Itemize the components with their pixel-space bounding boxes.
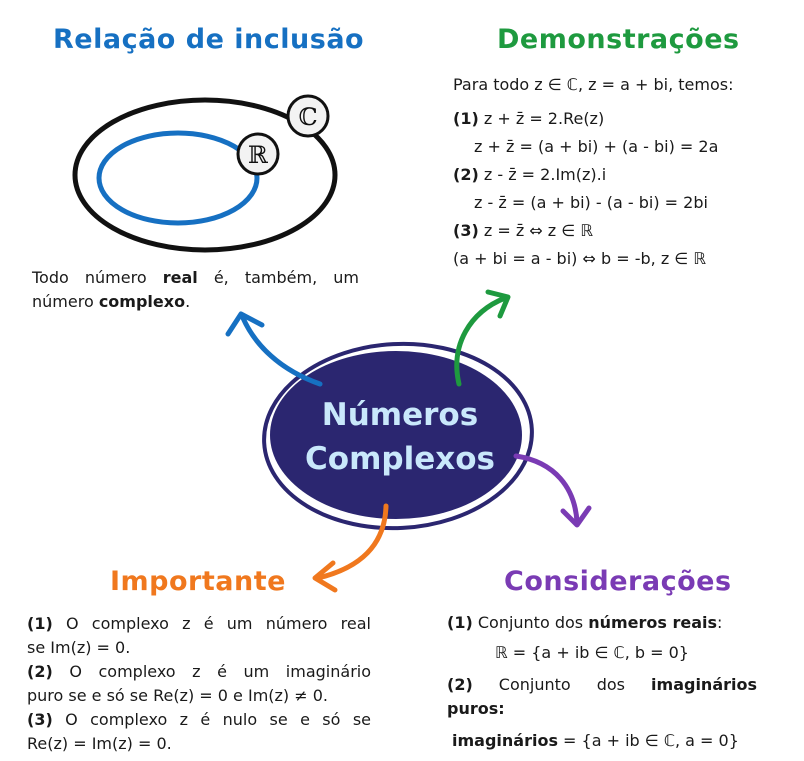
center-node <box>262 341 534 531</box>
demo-line-1: (1) z + z̄ = 2.Re(z) <box>453 106 604 132</box>
arrow-to-inclusion <box>225 311 323 387</box>
demo-line-6: (a + bi = a - bi) ⇔ b = -b, z ∈ ℝ <box>453 249 706 268</box>
considerations-item-2-line1: (2) Conjunto dos imaginários <box>447 672 757 698</box>
real-set-symbol: ℝ <box>248 141 269 169</box>
considerations-text-part: = {a + ib ∈ ℂ, a = 0} <box>557 731 739 750</box>
complex-set-badge <box>286 94 330 138</box>
important-text-part: O complexo z é um número real <box>52 614 371 633</box>
inclusion-text-part: Todo número <box>32 268 163 287</box>
inclusion-text-part: número <box>32 292 99 311</box>
important-number-2: (2) <box>27 662 53 681</box>
real-set-badge <box>236 132 280 176</box>
inclusion-text-bold-complexo: complexo <box>98 292 186 311</box>
center-title-line2: Complexos <box>305 441 495 477</box>
important-p3-line2: Re(z) = Im(z) = 0. <box>27 734 172 753</box>
center-outline <box>262 341 534 531</box>
inclusion-text-part: é, também, um <box>197 268 360 287</box>
demo-line-4: z - z̄ = (a + bi) - (a - bi) = 2bi <box>474 193 708 212</box>
important-p3-line1: (3) O complexo z é nulo se e só se <box>27 708 371 732</box>
important-text-part: O complexo z é nulo se e só se <box>52 710 371 729</box>
inclusion-text-line1: Todo número real é, também, um <box>32 266 359 290</box>
inclusion-text: Todo número real é, também, um número co… <box>32 266 359 314</box>
considerations-item-2-line2: puros: <box>447 699 505 718</box>
demo-line-3: (2) z - z̄ = 2.Im(z).i <box>453 162 606 188</box>
considerations-number-1: (1) <box>447 613 473 632</box>
center-fill <box>270 351 522 519</box>
important-p1-line1: (1) O complexo z é um número real <box>27 612 371 636</box>
arrow-to-considerations <box>513 453 592 528</box>
considerations-formula-2: imaginários = {a + ib ∈ ℂ, a = 0} <box>452 728 739 754</box>
arrow-to-important <box>312 503 389 593</box>
demonstrations-title: Demonstrações <box>497 24 740 55</box>
considerations-formula-1: ℝ = {a + ib ∈ ℂ, b = 0} <box>495 643 689 662</box>
important-p2-line2: puro se e só se Re(z) = 0 e Im(z) ≠ 0. <box>27 686 328 705</box>
considerations-text-part: Conjunto dos <box>472 613 589 632</box>
important-text-part: O complexo z é um imaginário <box>52 662 371 681</box>
demonstrations-intro: Para todo z ∈ ℂ, z = a + bi, temos: <box>453 75 734 94</box>
demo-text: z - z̄ = 2.Im(z).i <box>478 165 607 184</box>
considerations-text-part: Conjunto dos <box>472 675 652 694</box>
considerations-title: Considerações <box>504 566 732 597</box>
demo-text: z + z̄ = 2.Re(z) <box>478 109 605 128</box>
considerations-bold-reais: números reais <box>588 613 718 632</box>
considerations-bold-imaginarios: imaginários <box>651 675 757 694</box>
important-number-1: (1) <box>27 614 53 633</box>
complex-set-ellipse <box>72 97 338 253</box>
important-number-3: (3) <box>27 710 53 729</box>
demo-number-1: (1) <box>453 109 479 128</box>
considerations-text-part: : <box>717 613 723 632</box>
demo-number-2: (2) <box>453 165 479 184</box>
inclusion-text-line2: número complexo. <box>32 290 359 314</box>
complex-set-symbol: ℂ <box>298 103 317 131</box>
demo-number-3: (3) <box>453 221 479 240</box>
important-p2-line1: (2) O complexo z é um imaginário <box>27 660 371 684</box>
demo-line-2: z + z̄ = (a + bi) + (a - bi) = 2a <box>474 137 719 156</box>
important-text: (1) O complexo z é um número real se Im(… <box>27 612 371 756</box>
important-p1-line2: se Im(z) = 0. <box>27 638 131 657</box>
center-title-line1: Números <box>321 397 479 433</box>
inclusion-diagram: ℂ ℝ <box>72 94 338 253</box>
demo-text: z = z̄ ⇔ z ∈ ℝ <box>478 221 593 240</box>
demo-line-5: (3) z = z̄ ⇔ z ∈ ℝ <box>453 218 593 244</box>
inclusion-title: Relação de inclusão <box>53 24 365 55</box>
considerations-number-2: (2) <box>447 675 473 694</box>
real-set-ellipse <box>96 130 260 226</box>
considerations-bold-imaginarios-formula: imaginários <box>452 731 558 750</box>
important-title: Importante <box>110 566 286 597</box>
arrow-to-demonstrations <box>454 289 511 387</box>
inclusion-text-bold-real: real <box>162 268 198 287</box>
inclusion-text-part: . <box>185 292 191 311</box>
center-title: Números Complexos <box>300 393 500 481</box>
considerations-item-1: (1) Conjunto dos números reais: <box>447 610 722 636</box>
